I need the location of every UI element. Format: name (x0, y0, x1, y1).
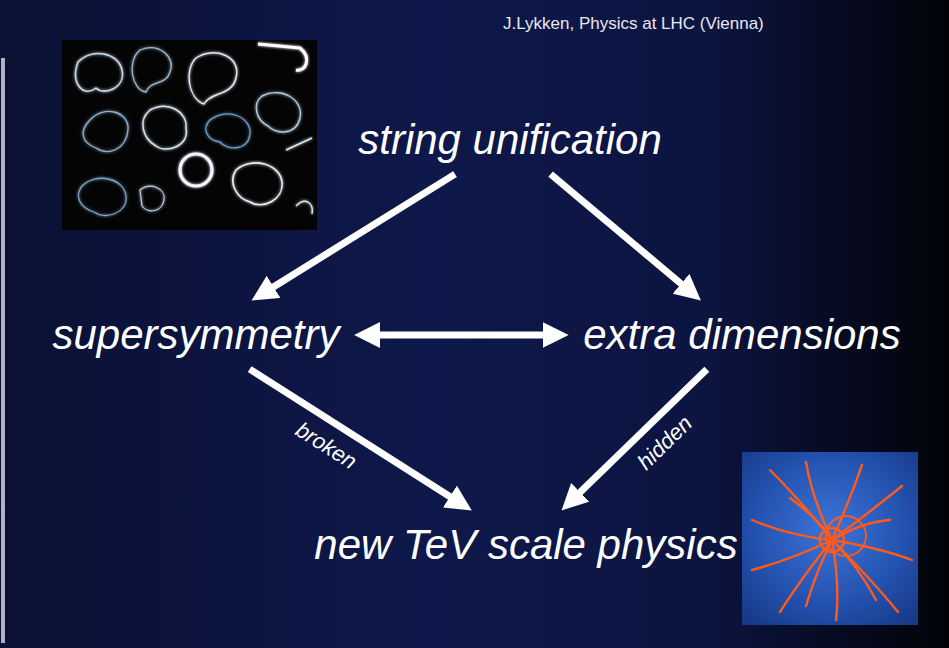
arrow-connector (250, 369, 452, 498)
arrow-connector (578, 369, 707, 494)
source-credit: J.Lykken, Physics at LHC (Vienna) (503, 14, 764, 34)
concept-node: extra dimensions (575, 307, 908, 363)
string-loops-image (62, 40, 317, 230)
concept-node: new TeV scale physics (306, 517, 745, 573)
concept-label: extra dimensions (583, 311, 900, 359)
arrow-connector (271, 174, 455, 288)
edge-label: hidden (633, 411, 697, 474)
collision-event-image (742, 452, 918, 625)
concept-node: supersymmetry (44, 307, 347, 363)
concept-node: string unification (350, 112, 670, 168)
concept-label: supersymmetry (52, 311, 339, 359)
arrow-connector (378, 331, 546, 338)
arrow-connector (551, 174, 683, 285)
slide-edge-strip (1, 58, 5, 643)
concept-label: string unification (358, 116, 662, 164)
concept-label: new TeV scale physics (314, 521, 737, 569)
edge-label: broken (291, 418, 361, 475)
